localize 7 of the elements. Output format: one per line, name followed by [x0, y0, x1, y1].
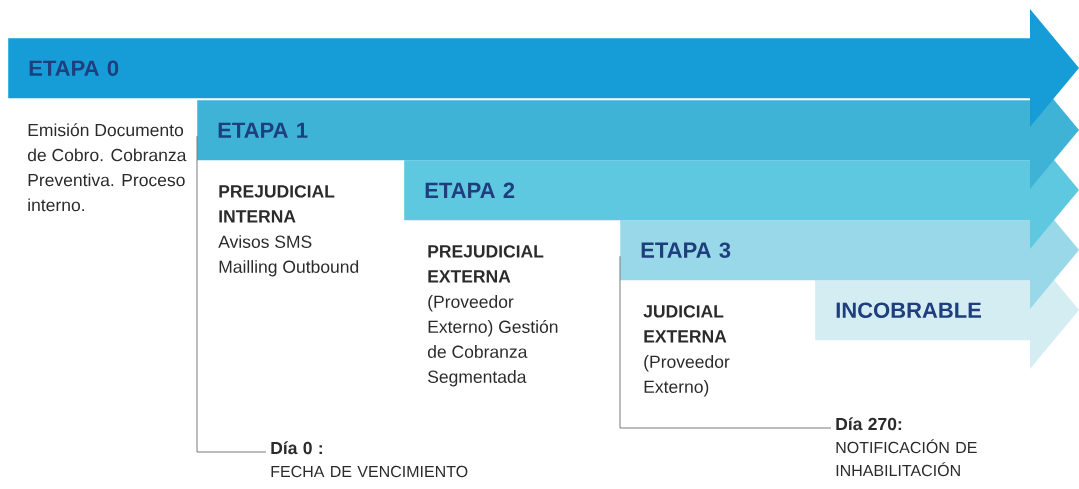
milestone-text: Día 270: NOTIFICACIÓN DE INHABILITACIÓN: [836, 417, 977, 477]
milestone-text: Día 0 : FECHA DE VENCIMIENTO: [271, 441, 468, 478]
description-text: Avisos SMS Mailling Outbound: [218, 235, 359, 277]
description-text: (Proveedor Externo): [644, 355, 730, 397]
leader-line: [619, 255, 832, 429]
description-text: (Proveedor Externo) Gestión de Cobranza Segmentada: [427, 295, 558, 387]
leader-line: [196, 135, 267, 453]
